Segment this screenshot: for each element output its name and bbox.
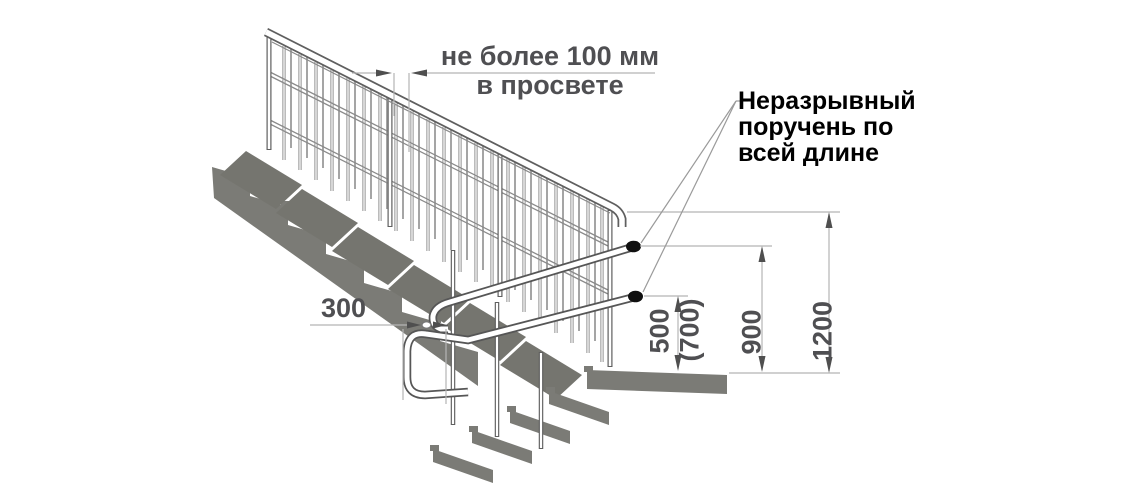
- handrail-note-line2: поручень по: [738, 113, 894, 141]
- clearance-note-line1: не более 100 мм: [440, 41, 660, 71]
- stair-treads: [220, 151, 582, 399]
- lower-flight-steps: [430, 366, 727, 483]
- lower-handrail-height-label: 500: [644, 308, 675, 354]
- clearance-note-line2: в просвете: [476, 70, 624, 100]
- fence-top-rail: [263, 27, 627, 227]
- extension-dimension-label: 300: [321, 293, 367, 323]
- upper-flight-stringer: [212, 167, 478, 386]
- clearance-note: не более 100 мм в просвете: [438, 42, 662, 100]
- upper-handrail: [428, 242, 635, 334]
- handrail-note-line3: всей длине: [738, 139, 879, 167]
- step: [433, 449, 493, 483]
- handrail-note-line1: Неразрывный: [738, 87, 916, 115]
- upper-handrail-height-label: 900: [736, 309, 767, 355]
- leader-lines: [640, 100, 748, 293]
- fence-posts: [266, 34, 613, 367]
- step: [472, 430, 532, 464]
- handrail-end-cap: [628, 290, 643, 303]
- handrail-end-cap: [626, 240, 641, 253]
- lower-handrail: [402, 292, 637, 400]
- landing-platform: [587, 370, 727, 394]
- lower-handrail-alt-height-label: (700): [674, 298, 705, 362]
- handrail-note: Неразрывный поручень по всей длине: [738, 88, 916, 166]
- guard-height-label: 1200: [807, 300, 838, 362]
- step: [549, 391, 609, 425]
- fence-mid-rails: [267, 70, 611, 296]
- handrail-section-marker: [421, 321, 432, 329]
- dimension-arrows: [376, 69, 833, 373]
- dimension-lines: [310, 72, 840, 404]
- handrail-end-caps: [626, 240, 643, 303]
- fence-balusters: [282, 46, 604, 362]
- handrail-support-posts: [450, 250, 544, 449]
